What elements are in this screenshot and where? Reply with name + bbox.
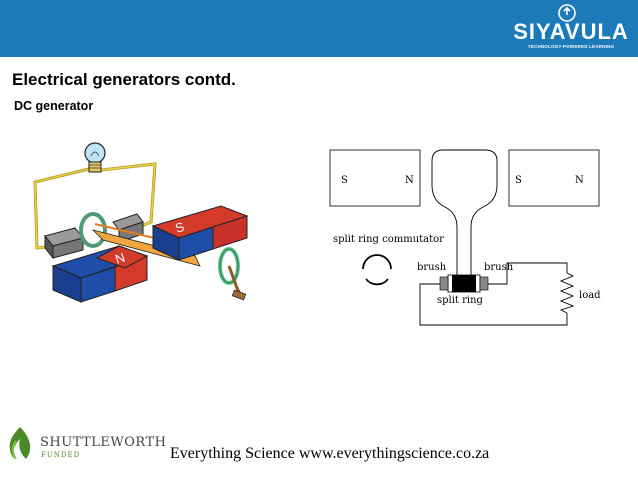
load-label: load <box>579 290 601 301</box>
slide-title: Electrical generators contd. <box>12 70 236 89</box>
siyavula-mark-icon <box>558 4 576 22</box>
magnet-left: N <box>51 245 149 303</box>
siyavula-logo: SIYAVULA TECHNOLOGY-POWERED LEARNING <box>512 4 630 52</box>
dc-generator-schematic: S N S N split ring commutator brush brus… <box>329 149 601 326</box>
brush-left-label: brush <box>417 262 447 273</box>
load-resistor-icon <box>559 272 575 314</box>
header-bar: SIYAVULA TECHNOLOGY-POWERED LEARNING <box>0 0 638 57</box>
brush-right-label: brush <box>484 262 514 273</box>
schematic-left-n: N <box>405 175 414 186</box>
shuttleworth-logo: SHUTTLEWORTH FUNDED <box>4 423 166 463</box>
schematic-right-n: N <box>575 175 584 186</box>
logo-tagline: TECHNOLOGY-POWERED LEARNING <box>527 44 615 49</box>
split-ring-commutator-label: split ring commutator <box>333 234 444 245</box>
shuttleworth-flame-icon <box>9 427 31 460</box>
slide-subtitle: DC generator <box>14 99 94 113</box>
schematic-right-s: S <box>515 175 522 186</box>
schematic-left-s: S <box>341 175 348 186</box>
magnet-left-label: N <box>113 250 127 267</box>
crank-wheel-icon <box>218 247 247 301</box>
magnet-right: S <box>151 205 249 261</box>
logo-word: SIYAVULA <box>513 19 629 44</box>
split-ring-label: split ring <box>437 295 484 306</box>
sponsor-sub: FUNDED <box>41 451 81 459</box>
dc-generator-illustration: S N <box>33 142 249 303</box>
light-bulb-icon <box>84 142 106 173</box>
sponsor-name: SHUTTLEWORTH <box>40 435 167 450</box>
footer-text: Everything Science www.everythingscience… <box>170 445 490 462</box>
